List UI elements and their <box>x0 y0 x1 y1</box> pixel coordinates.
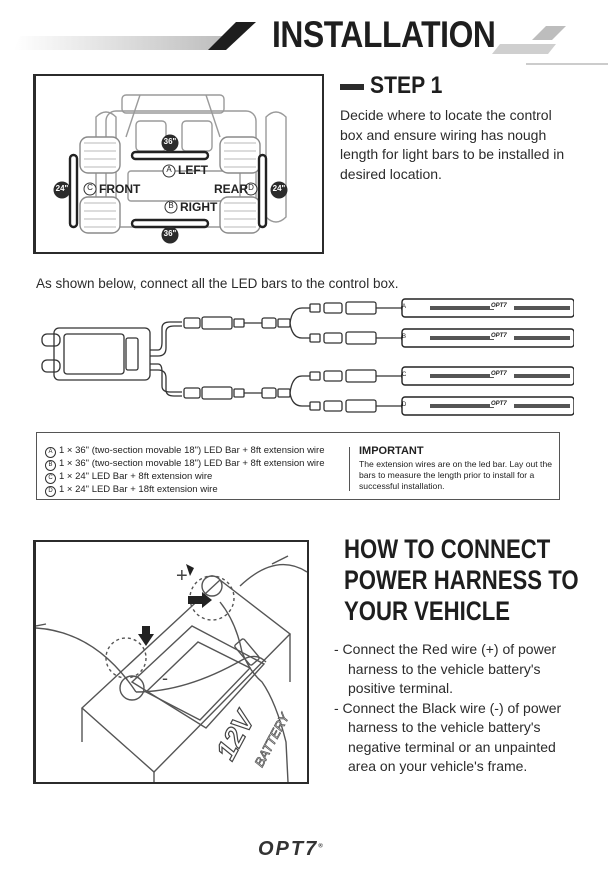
step-marker <box>340 84 364 90</box>
bar-brand-b: OPT7 <box>490 333 508 339</box>
notes-divider <box>349 447 350 491</box>
label-right: RIGHT <box>180 200 218 214</box>
label-rear: REAR <box>214 182 249 196</box>
badge-d: D <box>248 183 254 192</box>
bar-brand-a: OPT7 <box>490 303 508 309</box>
wire-badge-b: B <box>402 334 407 340</box>
note-text: 1 × 24" LED Bar + 8ft extension wire <box>59 471 213 482</box>
size-badge-bottom: 36" <box>163 229 177 238</box>
note-badge: D <box>45 486 56 497</box>
size-badge-right: 24" <box>272 184 286 193</box>
howto-steps: - Connect the Red wire (+) of power harn… <box>334 640 580 777</box>
brand-logo: OPT7® <box>258 838 325 860</box>
step-text: Decide where to locate the control box a… <box>340 107 565 182</box>
howto-heading: HOW TO CONNECT POWER HARNESS TO YOUR VEH… <box>344 534 579 627</box>
wiring-intro: As shown below, connect all the LED bars… <box>36 276 399 291</box>
note-badge: C <box>45 473 56 484</box>
note-text: 1 × 36" (two-section movable 18") LED Ba… <box>59 458 325 469</box>
label-front: FRONT <box>99 182 141 196</box>
note-text: 1 × 24" LED Bar + 18ft extension wire <box>59 484 218 495</box>
important-title: IMPORTANT <box>359 445 424 457</box>
note-badge: A <box>45 447 56 458</box>
howto-line-1: HOW TO CONNECT <box>344 534 551 564</box>
wiring-diagram <box>41 298 574 416</box>
wire-badge-d: D <box>402 402 407 408</box>
step-heading: STEP 1 <box>370 72 443 99</box>
bar-brand-d: OPT7 <box>490 401 508 407</box>
size-badge-left: 24" <box>55 184 69 193</box>
badge-b: B <box>168 201 174 210</box>
brand-logo-text: OPT7 <box>258 838 319 860</box>
badge-c: C <box>87 183 93 192</box>
label-left: LEFT <box>178 163 208 177</box>
howto-step: - Connect the Black wire (-) of power ha… <box>334 699 562 775</box>
badge-a: A <box>166 165 172 174</box>
wire-badge-a: A <box>402 304 407 310</box>
size-badge-top: 36" <box>163 137 177 146</box>
note-text: 1 × 36" (two-section movable 18") LED Ba… <box>59 445 325 456</box>
vehicle-diagram <box>53 94 288 244</box>
howto-step: - Connect the Red wire (+) of power harn… <box>334 641 557 696</box>
battery-diagram: 12V BATTERY + - <box>36 555 307 782</box>
howto-line-3: YOUR VEHICLE <box>344 596 511 626</box>
note-badge: B <box>45 460 56 471</box>
wire-badge-c: C <box>402 372 407 378</box>
howto-line-2: POWER HARNESS TO <box>344 565 579 595</box>
bar-brand-c: OPT7 <box>490 371 508 377</box>
header-decor-right <box>492 26 608 65</box>
page-title: INSTALLATION <box>272 14 496 55</box>
plus-sign: + <box>176 565 188 587</box>
important-text: The extension wires are on the led bar. … <box>359 459 553 491</box>
header-decor-left <box>14 22 256 50</box>
minus-sign: - <box>162 668 168 688</box>
